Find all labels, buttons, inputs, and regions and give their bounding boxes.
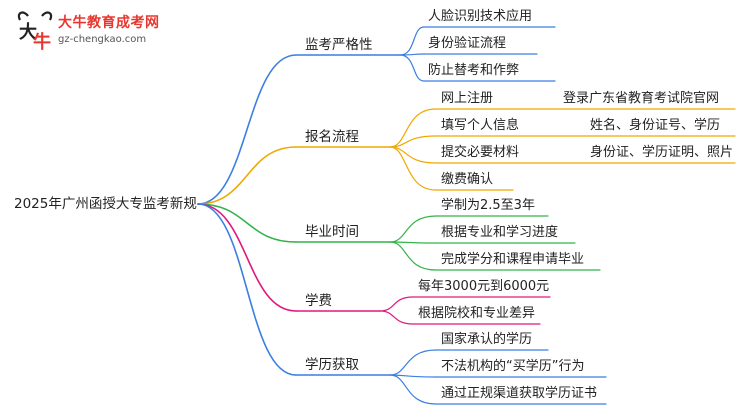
bull-logo-icon: 大 牛 (17, 11, 53, 53)
connector-leaf (389, 374, 437, 405)
detail-node: 身份证、学历证明、照片 (590, 145, 734, 160)
root-topic: 2025年广州函授大专监考新规 (14, 196, 197, 212)
detail-node: 姓名、身份证号、学历 (590, 118, 721, 133)
leaf-node: 国家承认的学历 (441, 332, 533, 347)
branch-label-tuition: 学费 (305, 293, 332, 309)
leaf-node: 根据院校和专业差异 (418, 306, 536, 321)
connector-branch (197, 203, 297, 312)
leaf-node: 填写个人信息 (441, 118, 520, 133)
connector-leaf (389, 108, 437, 148)
connector-branch (197, 203, 297, 376)
connector-leaf (399, 26, 425, 56)
leaf-node: 不法机构的“买学历”行为 (441, 359, 585, 374)
connector-branch (197, 54, 297, 205)
leaf-node: 网上注册 (441, 91, 494, 106)
branch-label-registration: 报名流程 (305, 129, 359, 145)
leaf-node: 缴费确认 (441, 172, 494, 187)
svg-text:大: 大 (19, 21, 37, 43)
connector-leaf (389, 241, 437, 244)
leaf-node: 根据专业和学习进度 (441, 225, 559, 240)
leaf-node: 身份验证流程 (428, 36, 507, 51)
leaf-node: 完成学分和课程申请毕业 (441, 252, 585, 267)
leaf-node: 学制为2.5至3年 (441, 198, 535, 213)
logo-title: 大牛教育成考网 (58, 15, 160, 31)
connector-leaf (389, 146, 437, 191)
connector-leaf (389, 349, 437, 376)
connector-leaf (399, 54, 425, 82)
connector-leaf (379, 296, 414, 312)
branch-label-diploma: 学历获取 (305, 357, 359, 373)
connector-leaf (389, 215, 437, 243)
branch-label-exam-strictness: 监考严格性 (305, 37, 373, 53)
connector-leaf (389, 241, 437, 271)
detail-node: 登录广东省教育考试院官网 (563, 91, 720, 106)
site-logo[interactable]: 大 牛 大牛教育成考网 gz-chengkao.com (14, 8, 214, 56)
connector-branch (197, 146, 297, 205)
leaf-node: 人脸识别技术应用 (428, 9, 533, 24)
svg-text:牛: 牛 (33, 31, 51, 53)
connector-leaf (379, 310, 414, 325)
leaf-node: 防止替考和作弊 (428, 63, 520, 78)
connector-leaf (389, 135, 437, 148)
connector-branch (197, 203, 297, 243)
branch-label-graduation: 毕业时间 (305, 224, 359, 240)
leaf-node: 通过正规渠道获取学历证书 (441, 386, 598, 401)
logo-url: gz-chengkao.com (58, 34, 147, 45)
leaf-node: 提交必要材料 (441, 145, 520, 160)
leaf-node: 每年3000元到6000元 (418, 279, 550, 294)
